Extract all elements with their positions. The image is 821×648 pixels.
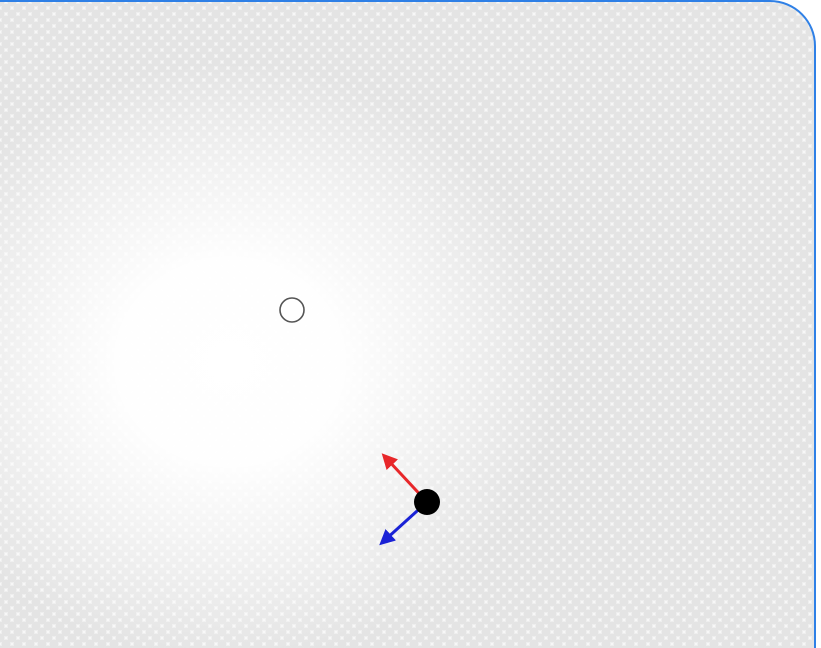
hollow-circle-icon[interactable] [279,297,305,323]
filled-circle-icon[interactable] [414,489,440,515]
